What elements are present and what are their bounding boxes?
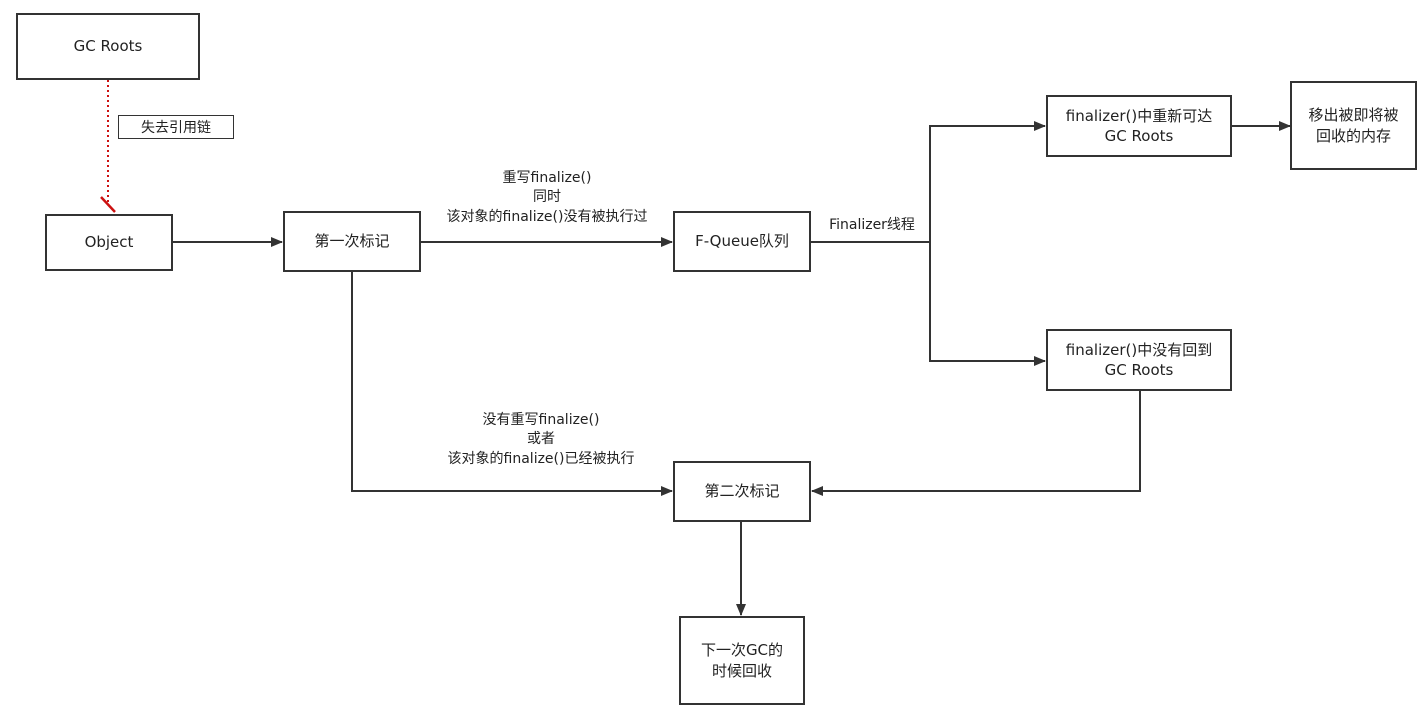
- f-queue-node: F-Queue队列: [673, 211, 811, 272]
- broken-reference-cut-mark: [100, 196, 116, 213]
- not-returned-node: finalizer()中没有回到 GC Roots: [1046, 329, 1232, 391]
- edge-branch-to-reachable: [929, 121, 1046, 242]
- edge-first-mark-to-second-mark: [351, 271, 673, 496]
- gc-roots-node: GC Roots: [16, 13, 200, 80]
- remove-from-collection-node: 移出被即将被 回收的内存: [1290, 81, 1417, 170]
- second-mark-node: 第二次标记: [673, 461, 811, 522]
- override-not-executed-label: 重写finalize() 同时 该对象的finalize()没有被执行过: [446, 170, 648, 225]
- lost-reference-chain-label: 失去引用链: [118, 115, 234, 139]
- object-node: Object: [45, 214, 173, 271]
- edge-not-returned-to-second-mark: [811, 390, 1141, 496]
- not-overridden-or-executed-label: 没有重写finalize() 或者 该对象的finalize()已经被执行: [447, 412, 635, 467]
- edge-branch-to-not-returned: [929, 242, 1046, 366]
- first-mark-node: 第一次标记: [283, 211, 421, 272]
- finalizer-thread-label: Finalizer线程: [829, 217, 915, 233]
- reachable-again-node: finalizer()中重新可达 GC Roots: [1046, 95, 1232, 157]
- next-gc-collect-node: 下一次GC的 时候回收: [679, 616, 805, 705]
